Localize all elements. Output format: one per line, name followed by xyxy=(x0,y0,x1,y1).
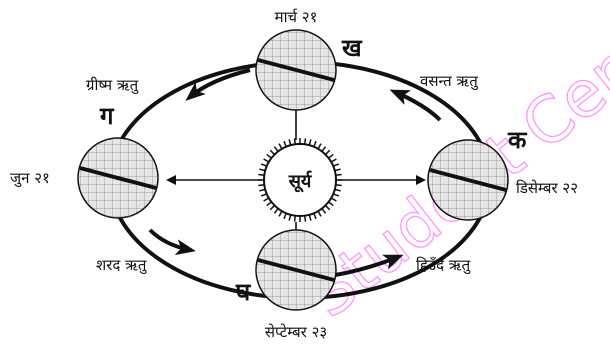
orbit-arrow-winter xyxy=(334,254,404,277)
date-september: सेप्टेम्बर २३ xyxy=(265,323,327,341)
sun-ray-tick xyxy=(269,204,276,211)
season-summer: ग्रीष्म ऋतु xyxy=(86,76,139,95)
earth-september xyxy=(255,229,337,311)
season-autumn: शरद ऋतु xyxy=(96,256,147,275)
sun-ray-tick xyxy=(258,183,265,187)
sun-ray-tick xyxy=(332,193,340,197)
orbit-arrow-spring xyxy=(389,89,442,122)
sun-ray-tick xyxy=(334,168,341,172)
sun-ray-tick xyxy=(260,193,268,197)
date-march: मार्च २१ xyxy=(275,8,318,26)
sun-ray-tick xyxy=(259,188,266,192)
sun-ray-tick xyxy=(260,163,268,167)
sun-ray-tick xyxy=(335,173,342,177)
sun-ray-tick xyxy=(269,149,276,156)
earth-december xyxy=(427,139,509,221)
sun-ray-tick xyxy=(334,188,341,192)
date-june: जुन २१ xyxy=(10,169,50,188)
sun-ray-tick xyxy=(259,168,266,172)
position-letter-ga: ग xyxy=(99,102,115,130)
sun-ray-tick xyxy=(332,163,340,167)
earth-june xyxy=(77,137,159,219)
sun-ray-tick xyxy=(258,173,265,177)
sun: सूर्य xyxy=(258,138,342,222)
date-december: डिसेम्बर २२ xyxy=(516,179,578,197)
position-letter-ka: क xyxy=(507,126,528,154)
sun-ray-tick xyxy=(324,204,331,211)
sun-ray-tick xyxy=(335,183,342,187)
sun-ray-tick xyxy=(324,149,331,156)
position-letter-kha: ख xyxy=(341,34,363,62)
position-letter-gha: घ xyxy=(235,278,251,306)
sun-label: सूर्य xyxy=(288,170,313,193)
season-winter: हिउँद ऋतु xyxy=(416,256,471,275)
season-spring: वसन्त ऋतु xyxy=(420,72,479,91)
orbit-arrow-summer xyxy=(185,68,251,101)
orbit-arrow-autumn xyxy=(148,228,196,256)
earth-march xyxy=(255,29,337,111)
